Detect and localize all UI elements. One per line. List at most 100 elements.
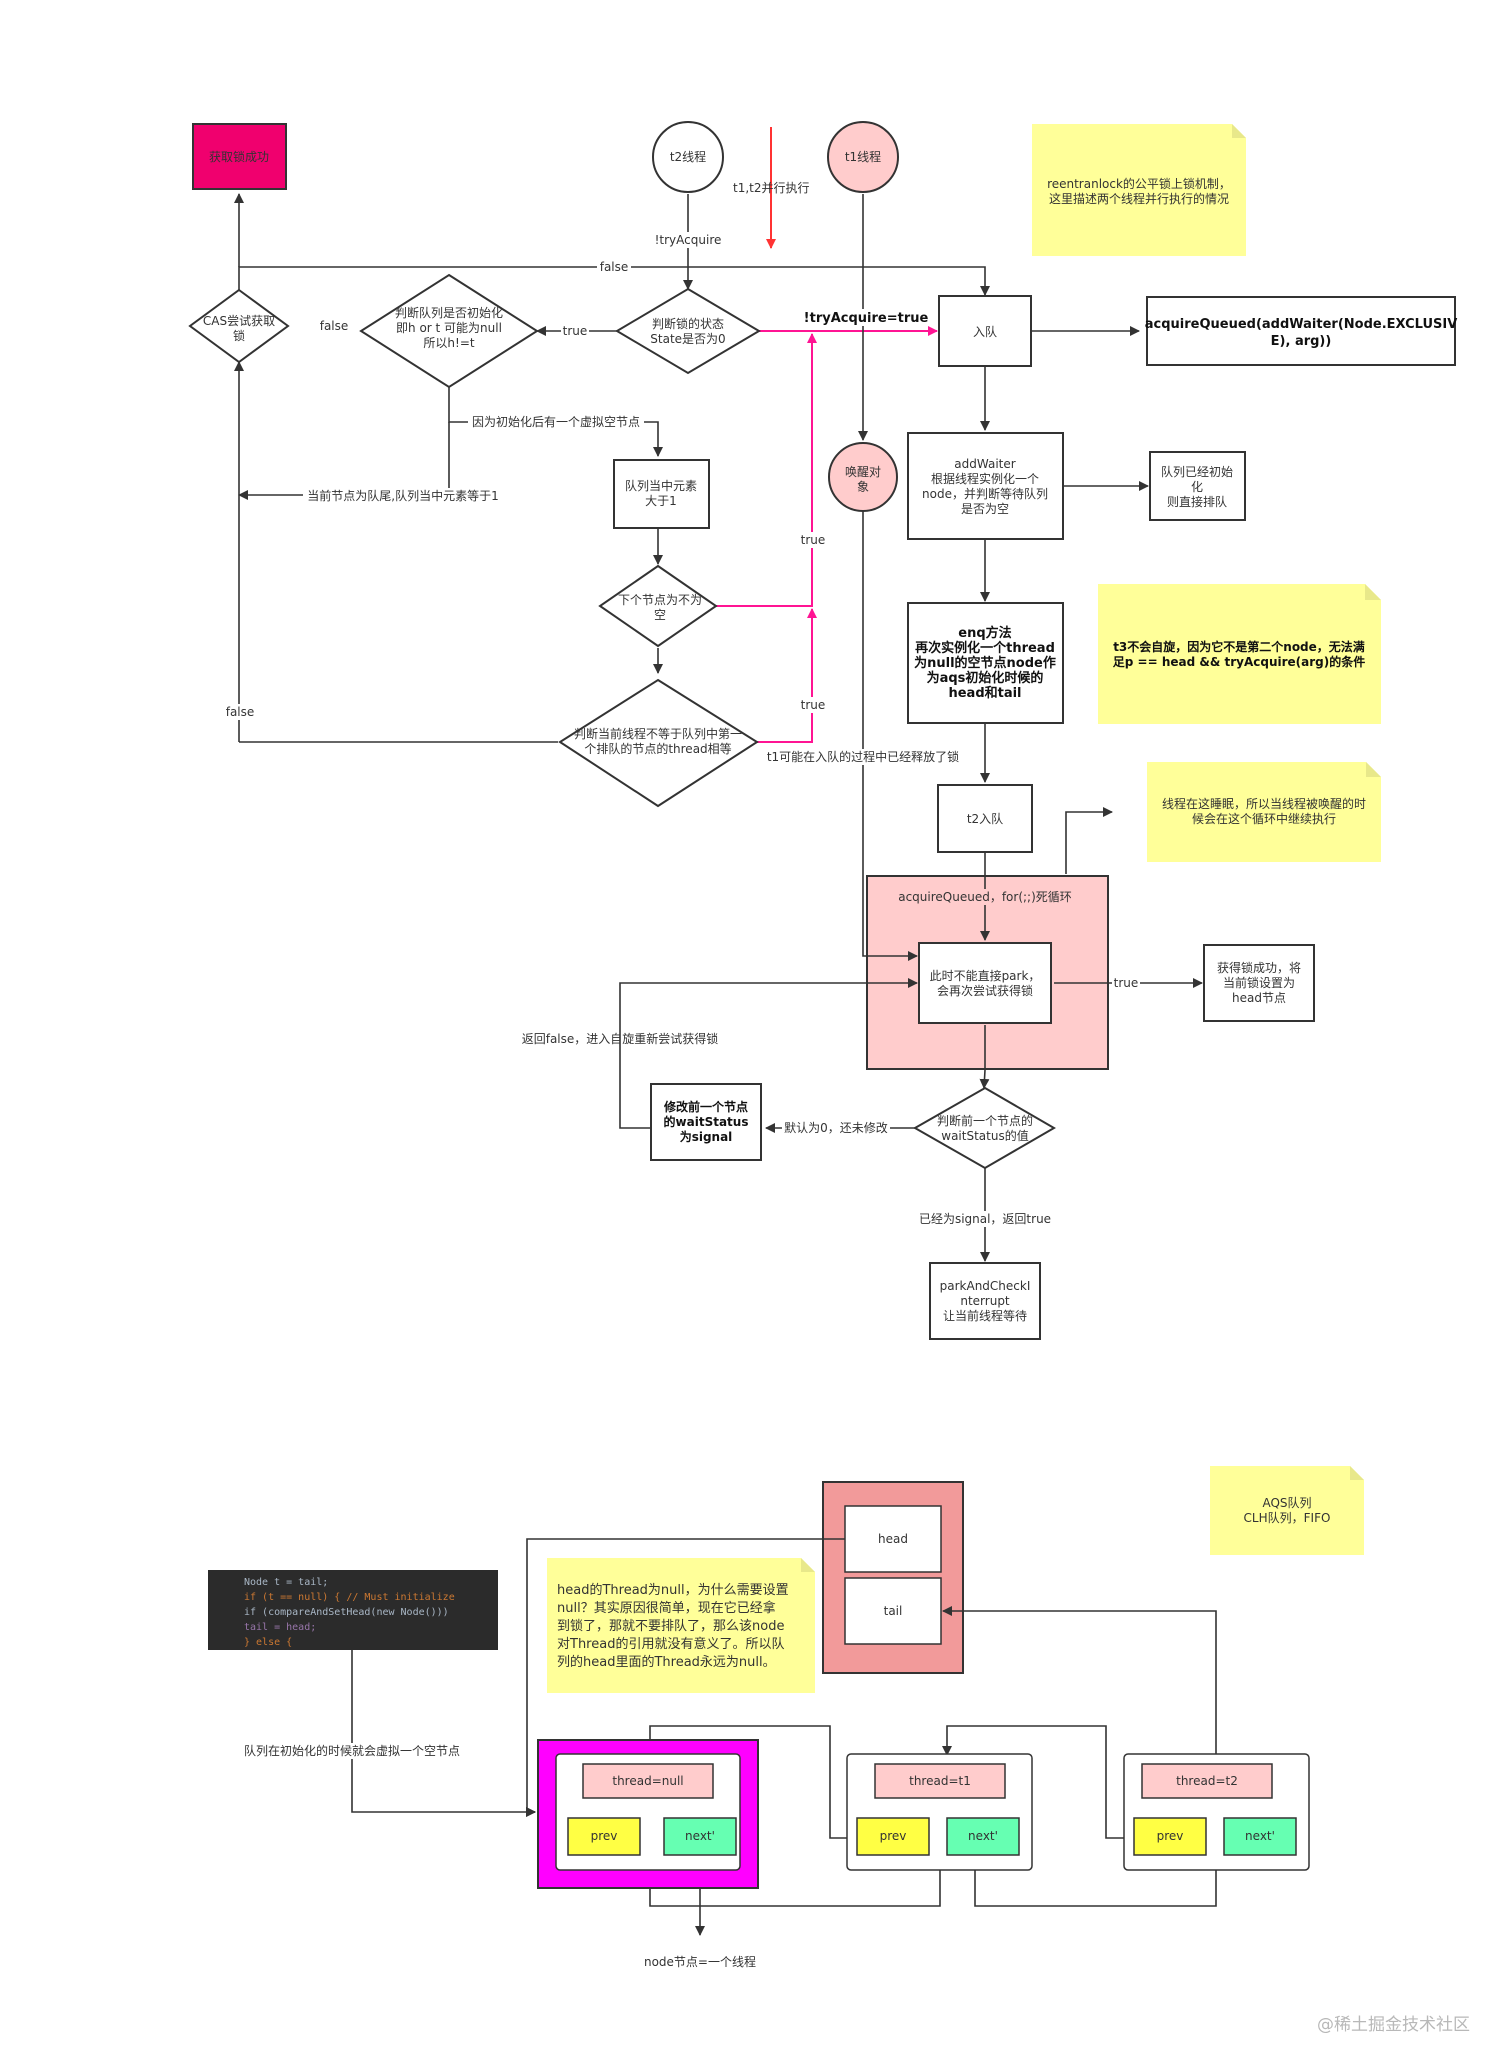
node2-next-label: next' xyxy=(1245,1829,1275,1843)
try-acquire-true-label: !tryAcquire=true xyxy=(804,311,929,326)
true-init-label: true xyxy=(563,324,588,338)
code-snippet: Node t = tail; if (t == null) { // Must … xyxy=(208,1570,498,1650)
note-sleep: 线程在这睡眠，所以当线程被唤醒的时 候会在这个循环中继续执行 xyxy=(1147,762,1381,862)
note-sleep-line1: 线程在这睡眠，所以当线程被唤醒的时 xyxy=(1162,796,1366,811)
node1-next-box xyxy=(946,1817,1020,1856)
queue-inited-line2: 化 xyxy=(1191,480,1203,494)
node1-thread-label: thread=t1 xyxy=(909,1774,971,1788)
node-is-thread-label: node节点=一个线程 xyxy=(644,1954,756,1969)
queue-gt1-line2: 大于1 xyxy=(645,494,677,508)
node2-thread-label: thread=t2 xyxy=(1176,1774,1238,1788)
add-waiter-line1: addWaiter xyxy=(954,457,1015,471)
t2-thread-label: t2线程 xyxy=(670,149,706,164)
head-label: head xyxy=(878,1532,908,1546)
judge-init-diamond xyxy=(359,273,539,389)
tail-box xyxy=(844,1577,942,1645)
t1-thread-node xyxy=(827,121,899,193)
note-sleep-line2: 候会在这个循环中继续执行 xyxy=(1192,811,1336,826)
t1-released-note: t1可能在入队的过程中已经释放了锁 xyxy=(767,749,959,764)
node1-prev-box xyxy=(856,1817,930,1856)
aqs-note-line1: AQS队列 xyxy=(1262,1495,1311,1510)
modify-prev-line2: 的waitStatus xyxy=(664,1114,749,1129)
queue-inited-node xyxy=(1149,451,1246,521)
tail-note: 当前节点为队尾,队列当中元素等于1 xyxy=(307,488,498,503)
note-head-thread: head的Thread为null，为什么需要设置 null？其实原因很简单，现在… xyxy=(547,1558,815,1693)
enq-line3: 为null的空节点node作 xyxy=(914,655,1056,671)
got-lock-line3: head节点 xyxy=(1232,991,1286,1005)
enq-line2: 再次实例化一个thread xyxy=(915,640,1055,656)
head-thread-line1: head的Thread为null，为什么需要设置 xyxy=(557,1582,789,1598)
enq-line5: head和tail xyxy=(948,685,1021,701)
note-fair-lock: reentranlock的公平锁上锁机制， 这里描述两个线程并行执行的情况 xyxy=(1032,124,1246,256)
parallel-note: t1,t2并行执行 xyxy=(733,181,810,195)
false-left-label: false xyxy=(226,705,255,719)
note-fair-lock-line1: reentranlock的公平锁上锁机制， xyxy=(1047,176,1231,191)
modify-prev-line1: 修改前一个节点 xyxy=(663,1099,748,1114)
judge-init-line1: 判断队列是否初始化 xyxy=(395,305,503,320)
node2-prev-box xyxy=(1133,1817,1207,1856)
judge-state-diamond xyxy=(615,287,761,375)
true-lock-label: true xyxy=(1114,976,1139,990)
return-false-note: 返回false，进入自旋重新尝试获得锁 xyxy=(522,1031,719,1046)
no-direct-park-node xyxy=(918,942,1052,1024)
judge-thread-line1: 判断当前线程不等于队列中第一 xyxy=(574,726,742,741)
node1-next-label: next' xyxy=(968,1829,998,1843)
judge-wait-line2: waitStatus的值 xyxy=(941,1128,1028,1143)
connectors xyxy=(234,127,1203,1262)
node1-prev-label: prev xyxy=(880,1829,907,1843)
t2-enqueue-label: t2入队 xyxy=(967,811,1003,826)
code-line5: } else { xyxy=(244,1637,292,1648)
judge-init-line3: 所以h!=t xyxy=(423,336,474,350)
code-line3: if (compareAndSetHead(new Node())) xyxy=(244,1607,449,1618)
t2-thread-node xyxy=(652,121,724,193)
cas-try-line1: CAS尝试获取 xyxy=(203,313,275,328)
judge-state-line1: 判断锁的状态 xyxy=(652,316,724,331)
acquire-queued-line2: E), arg)) xyxy=(1271,334,1332,349)
add-waiter-line4: 是否为空 xyxy=(961,502,1009,516)
wake-object-line2: 象 xyxy=(857,480,869,494)
judge-thread-line2: 个排队的节点的thread相等 xyxy=(584,741,731,756)
acquire-queued-line1: acquireQueued(addWaiter(Node.EXCLUSIV xyxy=(1145,317,1458,332)
wake-object-node xyxy=(828,442,898,512)
get-lock-success-node xyxy=(192,123,287,190)
enq-node xyxy=(907,602,1064,724)
aqs-note-line2: CLH队列，FIFO xyxy=(1244,1510,1331,1525)
default0-label: 默认为0，还未修改 xyxy=(784,1120,888,1135)
judge-init-line2: 即h or t 可能为null xyxy=(396,321,502,335)
cas-try-diamond xyxy=(188,288,290,364)
false-top-label: false xyxy=(600,260,629,274)
already-signal-label: 已经为signal，返回true xyxy=(919,1212,1051,1226)
cas-try-line2: 锁 xyxy=(233,328,245,343)
add-waiter-line3: node，并判断等待队列 xyxy=(922,486,1048,501)
head-thread-line2: null？其实原因很简单，现在它已经拿 xyxy=(557,1600,776,1616)
watermark: @稀土掘金技术社区 xyxy=(1317,2015,1470,2035)
get-lock-success-label: 获取锁成功 xyxy=(209,149,269,164)
code-line2: if (t == null) { // Must initialize xyxy=(244,1592,455,1603)
note-t3-line2: 足p == head && tryAcquire(arg)的条件 xyxy=(1113,654,1365,669)
next-not-null-diamond xyxy=(598,564,718,648)
head-thread-line4: 对Thread的引用就没有意义了。所以队 xyxy=(557,1636,784,1652)
node0-prev-label: prev xyxy=(591,1829,618,1843)
park-node xyxy=(929,1262,1041,1340)
no-direct-park-line1: 此时不能直接park， xyxy=(930,968,1041,983)
node1-thread-box xyxy=(874,1763,1006,1799)
note-fair-lock-line2: 这里描述两个线程并行执行的情况 xyxy=(1049,191,1229,206)
add-waiter-line2: 根据线程实例化一个 xyxy=(931,471,1039,486)
queue-inited-line3: 则直接排队 xyxy=(1167,494,1227,509)
park-line3: 让当前线程等待 xyxy=(943,1308,1027,1323)
enqueue-node xyxy=(938,295,1032,367)
enq-line1: enq方法 xyxy=(958,625,1011,641)
t2-enqueue-node xyxy=(937,784,1033,853)
queue-gt1-node xyxy=(613,459,710,529)
head-thread-line3: 到锁了，那就不要排队了，那么该node xyxy=(557,1618,784,1634)
judge-state-line2: State是否为0 xyxy=(650,332,725,346)
enq-line4: 为aqs初始化时候的 xyxy=(927,670,1044,686)
wake-object-line1: 唤醒对 xyxy=(845,465,881,479)
true-a-label: true xyxy=(801,533,826,547)
got-lock-node xyxy=(1203,944,1315,1022)
got-lock-line1: 获得锁成功，将 xyxy=(1217,960,1301,975)
next-not-null-line2: 空 xyxy=(654,608,666,622)
judge-thread-diamond xyxy=(558,678,759,808)
true-b-label: true xyxy=(801,698,826,712)
add-waiter-node xyxy=(907,432,1064,540)
